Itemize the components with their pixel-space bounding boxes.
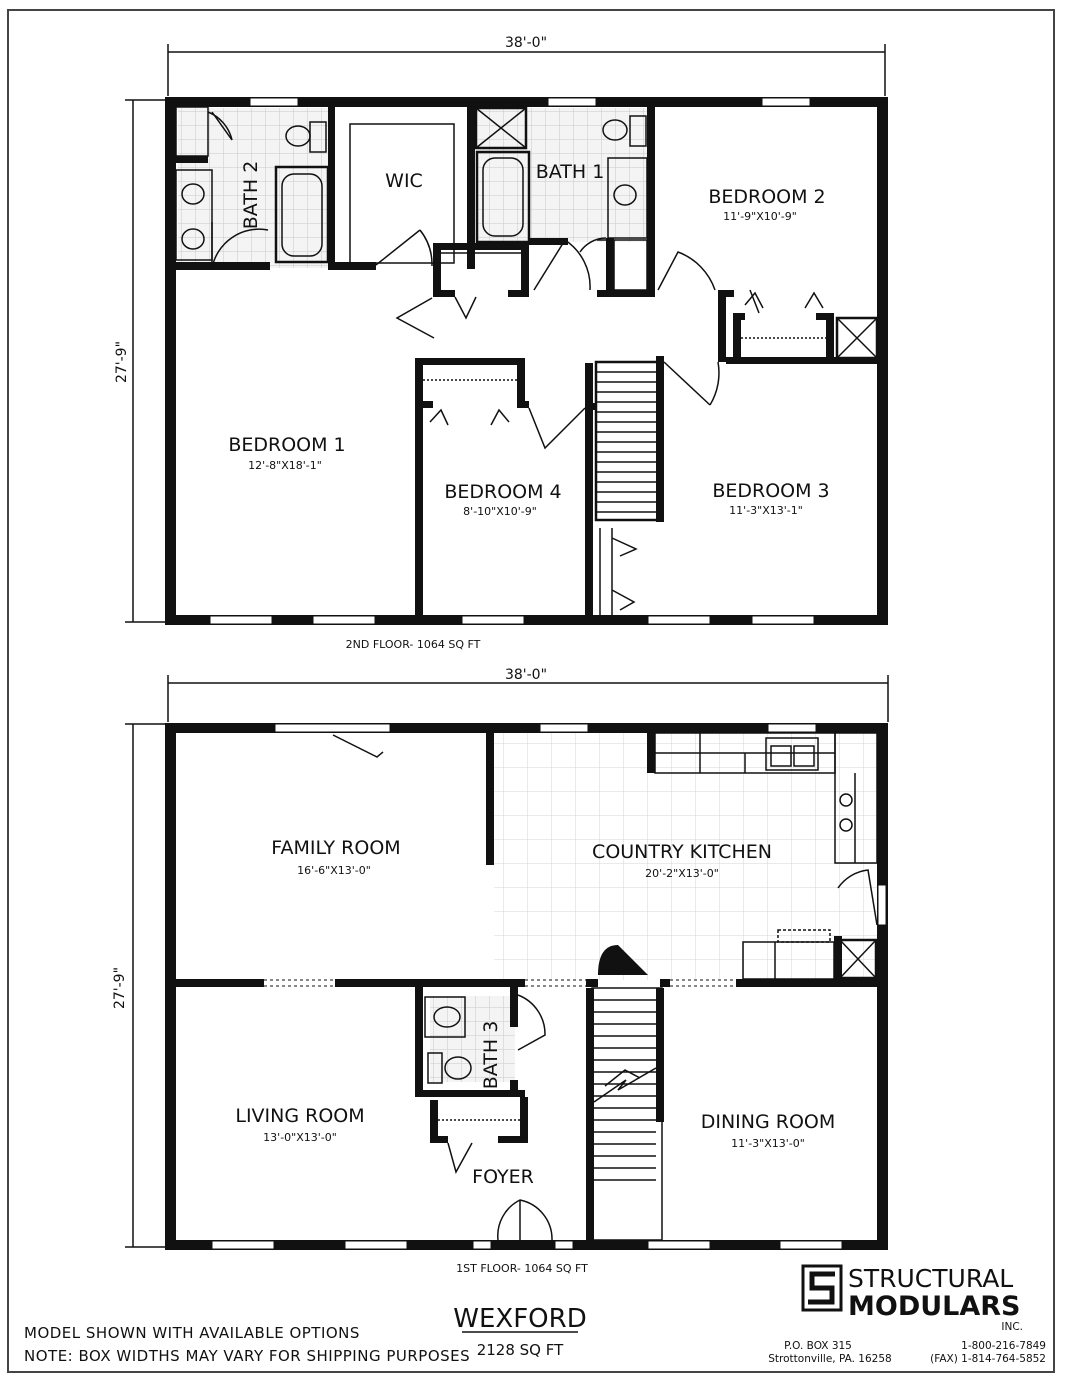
bedroom4-label: BEDROOM 4 [444,481,561,503]
kitchen-tile-floor [494,733,877,980]
address-line2: Strottonville, PA. 16258 [768,1353,891,1365]
floor1-width-dimension: 38'-0" [167,667,889,722]
floor1-width-label: 38'-0" [505,667,547,683]
shipping-note: NOTE: BOX WIDTHS MAY VARY FOR SHIPPING P… [24,1347,470,1365]
family-room-size: 16'-6"X13'-0" [297,864,371,877]
dining-room-size: 11'-3"X13'-0" [731,1137,805,1150]
bath3-fixtures [424,996,520,1121]
first-floor-plan: 38'-0" 27'-9" [112,667,889,1275]
kitchen-size: 20'-2"X13'-0" [645,867,719,880]
bath3-tile-floor [430,996,515,1082]
floor2-doors [207,111,824,611]
bedroom2-label: BEDROOM 2 [708,186,825,208]
floor2-width-label: 38'-0" [505,35,547,51]
cooktop-burner-icon [839,793,853,807]
bedroom1-size: 12'-8"X18'-1" [248,459,322,472]
bedroom4-size: 8'-10"X10'-9" [463,505,537,518]
bath2-tub [274,165,330,264]
floor1-doors [332,734,878,1241]
fax-number: (FAX) 1-814-764-5852 [930,1353,1046,1365]
floor2-depth-dimension: 27'-9" [114,99,165,623]
kitchen-chase-icon [838,938,878,980]
wic-label: WIC [385,170,423,192]
floor2-caption: 2ND FLOOR- 1064 SQ FT [346,638,481,651]
brand-inc: INC. [1001,1321,1023,1333]
bath3-toilet-icon [444,1056,472,1080]
foyer-label: FOYER [472,1166,534,1188]
bedroom3-size: 11'-3"X13'-1" [729,504,803,517]
bath2-label: BATH 2 [240,161,262,230]
sheet-border [7,9,1055,1373]
floor2-staircase [594,356,664,615]
dining-room-label: DINING ROOM [701,1111,836,1133]
bath1-label: BATH 1 [536,161,605,183]
floor1-windows [211,723,887,1250]
bedroom1-label: BEDROOM 1 [228,434,345,456]
address-line1: P.O. BOX 315 [784,1340,852,1352]
floor1-interior-walls [176,733,877,1143]
brand-name-line1: STRUCTURAL [848,1264,1013,1293]
bath1-toilet-icon [602,119,628,141]
bath1-tile-floor [476,108,651,242]
bath1-tub [475,150,531,244]
floor2-windows [209,97,815,625]
bath2-sink-icon [181,228,205,250]
floor1-staircase [586,945,664,1246]
bath1-chase-icon [474,106,528,150]
phone-number: 1-800-216-7849 [961,1340,1046,1352]
bath2-toilet-icon [285,125,311,147]
bath3-label: BATH 3 [480,1021,502,1090]
floor1-caption: 1ST FLOOR- 1064 SQ FT [456,1262,588,1275]
floor1-depth-dimension: 27'-9" [112,723,165,1248]
sheet-footer: MODEL SHOWN WITH AVAILABLE OPTIONS NOTE:… [24,1264,1046,1365]
floor2-exterior-walls [165,97,888,625]
bedroom2-chase-icon [835,316,879,360]
floor1-exterior-walls [165,723,888,1250]
options-note: MODEL SHOWN WITH AVAILABLE OPTIONS [24,1324,360,1342]
model-name: WEXFORD [453,1304,586,1334]
bath2-sink-icon [181,183,205,205]
brand-logo [801,1264,843,1312]
kitchen-cabinets [654,732,878,980]
living-room-size: 13'-0"X13'-0" [263,1131,337,1144]
cooktop-burner-icon [839,818,853,832]
floor2-fixtures [175,106,879,615]
model-sqft: 2128 SQ FT [477,1341,564,1359]
second-floor-plan: 38'-0" 27'-9" [114,35,888,651]
stair-landing-fill [598,945,648,975]
brand-name-line2: MODULARS [848,1291,1021,1322]
floor2-width-dimension: 38'-0" [167,35,886,96]
kitchen-sink-icon [765,737,819,771]
bath3-sink-icon [433,1006,461,1028]
family-room-label: FAMILY ROOM [271,837,400,859]
bedroom3-label: BEDROOM 3 [712,480,829,502]
floor2-depth-label: 27'-9" [114,341,130,383]
bath1-sink-icon [613,184,637,206]
floor1-depth-label: 27'-9" [112,967,128,1009]
kitchen-label: COUNTRY KITCHEN [592,841,772,863]
floor1-openings [264,979,736,987]
bedroom2-size: 11'-9"X10'-9" [723,210,797,223]
living-room-label: LIVING ROOM [235,1105,364,1127]
floor2-interior-walls [176,107,877,622]
